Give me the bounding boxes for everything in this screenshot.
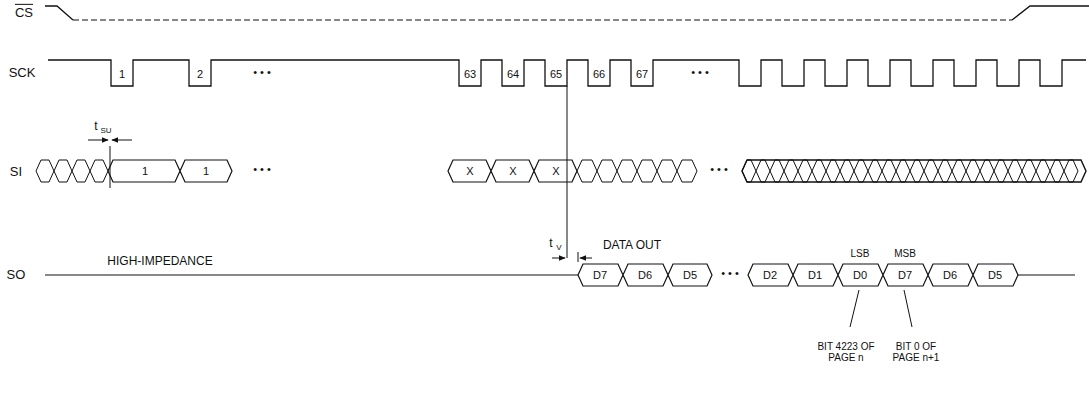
state-label: DATA OUT [603,239,661,252]
tsu-arrow [112,140,132,141]
clock-number: 65 [550,68,562,80]
so-data-cell [578,264,1018,286]
tv-arrow [552,258,565,259]
si-dont-care [742,160,1086,182]
signal-name: CS [15,6,33,20]
bit-value: X [509,165,516,177]
annotation: BIT 4223 OF PAGE n [817,341,875,363]
tv-marker [578,252,579,262]
tsu-arrow [88,140,108,141]
clock-number: 67 [636,68,648,80]
state-label: HIGH-IMPEDANCE [107,255,212,268]
si-dont-care [742,160,1078,182]
signal-name: SI [10,165,22,179]
timing-subscript: SU [100,127,111,136]
so-high-z [1018,274,1075,275]
tv-marker [567,86,568,258]
si-dont-care [577,160,697,182]
annotation: BIT 0 OF PAGE n+1 [887,341,945,363]
timing-subscript: V [556,244,561,253]
clock-number: 64 [507,68,519,80]
cs-rise [1012,6,1089,20]
clock-number: 63 [464,68,476,80]
sck-clock [48,60,1086,86]
data-bit: D2 [763,269,777,281]
bit-value: X [552,165,559,177]
si-bit-cell [108,160,232,182]
bit-order: MSB [894,248,916,259]
clock-number: 2 [197,68,203,80]
so-high-z [45,274,578,275]
bit-value: X [466,165,473,177]
si-bit-cell [448,160,577,182]
bit-value: 1 [203,165,209,177]
ellipsis: • • • [710,163,728,175]
leader-line [850,290,859,327]
signal-name: SCK [9,66,36,80]
data-bit: D7 [593,269,607,281]
signal-name: SO [7,268,26,282]
bit-order: LSB [851,248,870,259]
tv-arrow [580,258,592,259]
timing-label: t [94,120,97,133]
data-bit: D6 [943,269,957,281]
leader-line [904,290,912,327]
data-bit: D0 [853,269,867,281]
data-bit: D5 [988,269,1002,281]
ellipsis: • • • [253,163,271,175]
clock-number: 66 [593,68,605,80]
cs-low [73,19,1012,20]
data-bit: D7 [898,269,912,281]
data-bit: D6 [638,269,652,281]
ellipsis: • • • [721,267,739,279]
ellipsis: • • • [691,66,709,78]
clock-number: 1 [119,68,125,80]
si-dont-care [36,160,108,182]
data-bit: D1 [808,269,822,281]
bit-value: 1 [142,165,148,177]
cs-fall [45,6,73,20]
ellipsis: • • • [253,66,271,78]
timing-label: t [549,237,552,250]
data-bit: D5 [683,269,697,281]
